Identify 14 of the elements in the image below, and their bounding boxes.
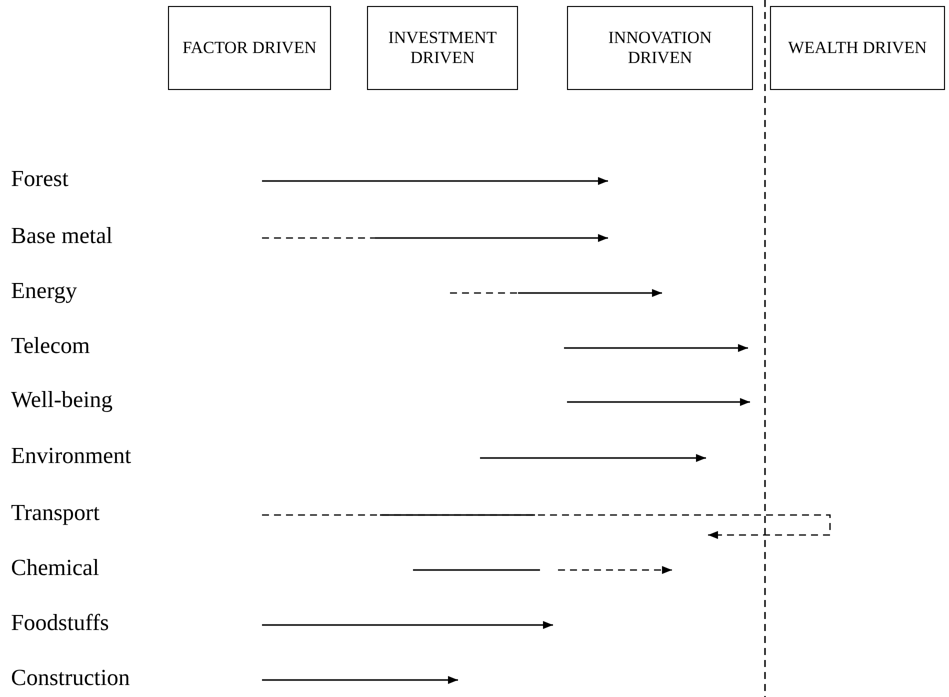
stage-box: FACTOR DRIVEN <box>168 6 331 90</box>
stage-box: WEALTH DRIVEN <box>770 6 945 90</box>
cluster-label: Chemical <box>11 555 100 581</box>
cluster-label: Base metal <box>11 223 113 249</box>
cluster-label: Foodstuffs <box>11 610 109 636</box>
cluster-label: Energy <box>11 278 78 304</box>
cluster-label: Telecom <box>11 333 90 359</box>
cluster-label: Transport <box>11 500 100 526</box>
cluster-label: Construction <box>11 665 130 691</box>
cluster-label: Forest <box>11 166 68 192</box>
cluster-label: Well-being <box>11 387 113 413</box>
cluster-label: Environment <box>11 443 132 469</box>
stage-box: INVESTMENT DRIVEN <box>367 6 518 90</box>
stage-box: INNOVATION DRIVEN <box>567 6 753 90</box>
